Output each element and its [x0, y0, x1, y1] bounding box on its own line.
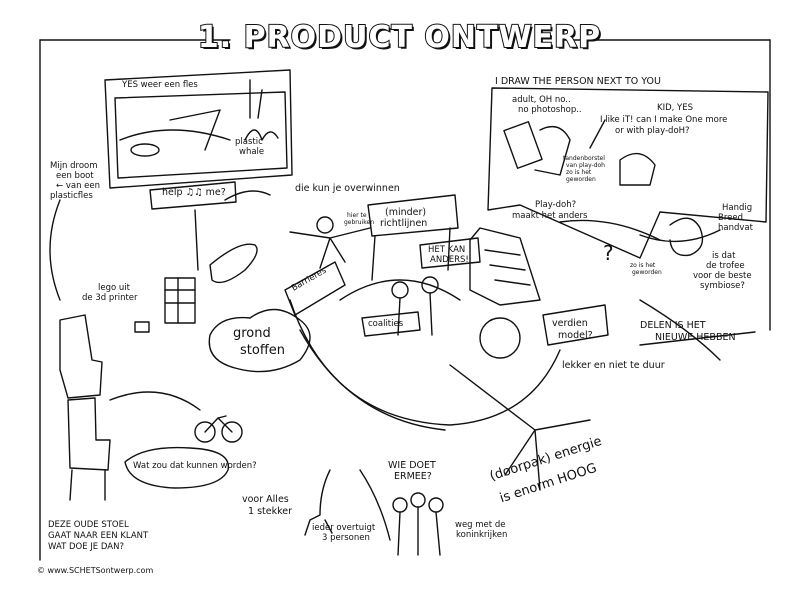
whale-label-2: whale	[239, 147, 265, 157]
old-chair-3: WAT DOE JE DAN?	[48, 542, 124, 552]
convince-1: ieder overtuigt	[312, 523, 376, 533]
kingdoms-2: koninkrijken	[456, 530, 508, 540]
dream-line-3: ← van een	[56, 181, 100, 191]
used-note-2: gebruiken	[344, 219, 374, 226]
old-chair-1: DEZE OUDE STOEL	[48, 520, 129, 530]
trophy-question-2: de trofee	[706, 261, 745, 271]
people-group	[392, 492, 444, 556]
coalitions-text: coalities	[368, 319, 404, 329]
who-joins-1: WIE DOET	[388, 460, 436, 471]
raw-materials-1: grond	[233, 326, 271, 341]
wind-turbine	[449, 364, 591, 491]
what-could-bubble	[124, 446, 229, 489]
panel-caption: YES weer een fles	[122, 80, 198, 90]
jumping-person	[289, 216, 371, 269]
dream-line-1: Mijn droom	[50, 161, 98, 171]
kid-line-2: I like iT! can I make One more	[600, 115, 728, 125]
lego-brick	[134, 321, 150, 333]
trophy-sketch	[669, 217, 704, 257]
what-could-text: Wat zou dat kunnen worden?	[133, 461, 257, 471]
help-sign-text: help ♫♫ me?	[162, 187, 226, 198]
connector-curve-bottom	[359, 469, 391, 541]
adult-line-1: adult, OH no..	[512, 95, 571, 105]
wooden-chair	[67, 397, 111, 501]
kid-line-1: KID, YES	[657, 103, 693, 113]
earn-model-2: model?	[558, 330, 593, 341]
kid-line-3: or with play-doH?	[615, 126, 690, 136]
top-left-panel-frame	[104, 69, 293, 189]
dream-line-4: plasticfles	[50, 191, 93, 201]
connector-curve-top	[224, 190, 271, 201]
page-title: 1. PRODUCT ONTWERP	[197, 19, 602, 56]
handig-2: Breed	[718, 213, 743, 223]
toothbrush-note-2: van play-doh	[566, 162, 605, 169]
it-can-line-2: ANDERS!	[430, 255, 469, 265]
bottle-sketch	[209, 243, 258, 284]
connector-curve-right	[639, 299, 721, 361]
old-chair-2: GAAT NAAR EEN KLANT	[48, 531, 149, 541]
who-joins-2: ERMEE?	[394, 471, 432, 482]
convince-2: 3 personen	[322, 533, 370, 543]
connector-curve-left	[49, 199, 61, 301]
lego-note-1: lego uit	[98, 283, 130, 293]
handig-3: handvat	[718, 223, 753, 233]
adult-line-2: no photoshop..	[518, 105, 582, 115]
toothbrush-note-4: geworden	[566, 176, 596, 183]
bridge-people	[339, 276, 461, 336]
sharing-1: DELEN IS HET	[640, 320, 706, 331]
handvat-arrow	[639, 229, 721, 243]
toothbrush-note-3: zo is het	[566, 169, 592, 176]
lego-tower	[164, 277, 196, 324]
sharing-underline	[639, 331, 756, 346]
city-buildings	[469, 227, 541, 306]
plug-sketch	[304, 469, 333, 536]
world-circle	[289, 299, 561, 431]
tasty-cheap-text: lekker en niet te duur	[562, 360, 665, 371]
overcome-text: die kun je overwinnen	[295, 183, 400, 194]
so-is-it-2: geworden	[632, 269, 662, 276]
raw-materials-cloud	[208, 308, 311, 373]
raw-materials-2: stoffen	[240, 343, 286, 358]
whale-label-1: plastic	[235, 137, 263, 147]
trophy-question-4: symbiose?	[700, 281, 745, 291]
play-doh-line-1: Play-doh?	[535, 200, 577, 210]
bicycle-sketch	[194, 415, 243, 443]
coalitions-banner	[361, 311, 421, 337]
cardboard-chair	[59, 314, 103, 399]
earn-model-banner	[542, 304, 609, 346]
it-can-sign	[419, 237, 481, 269]
one-plug-1: voor Alles	[242, 494, 289, 505]
guidelines-sign	[367, 194, 459, 281]
so-is-it-1: zo is het	[630, 262, 656, 269]
guidelines-line-1: (minder)	[385, 207, 427, 218]
draw-person-heading: I DRAW THE PERSON NEXT TO YOU	[495, 76, 661, 87]
sharing-2: NIEUWE HEBBEN	[655, 332, 736, 343]
chair-arrow	[109, 391, 201, 411]
question-mark: ?	[603, 241, 614, 265]
trophy-question-1: is dat	[712, 251, 736, 261]
earn-model-1: verdien	[552, 318, 588, 329]
handig-1: Handig	[722, 203, 753, 213]
apple-sketch	[479, 317, 521, 359]
trophy-question-3: voor de beste	[693, 271, 752, 281]
toothbrush-note-1: tandenborstel	[563, 155, 605, 162]
copyright-text: © www.SCHETSontwerp.com	[37, 566, 154, 575]
guidelines-line-2: richtlijnen	[380, 218, 428, 229]
lego-note-2: de 3d printer	[82, 293, 138, 303]
play-doh-line-2: maakt het anders	[512, 211, 588, 221]
barriers-banner	[284, 261, 346, 316]
it-can-line-1: HET KAN	[428, 245, 466, 255]
dream-line-2: een boot	[56, 171, 94, 181]
help-sign	[149, 181, 237, 271]
used-note-1: hier te	[347, 212, 367, 219]
kingdoms-1: weg met de	[455, 520, 506, 530]
trophy-arrow	[559, 219, 661, 241]
one-plug-2: 1 stekker	[248, 506, 292, 517]
